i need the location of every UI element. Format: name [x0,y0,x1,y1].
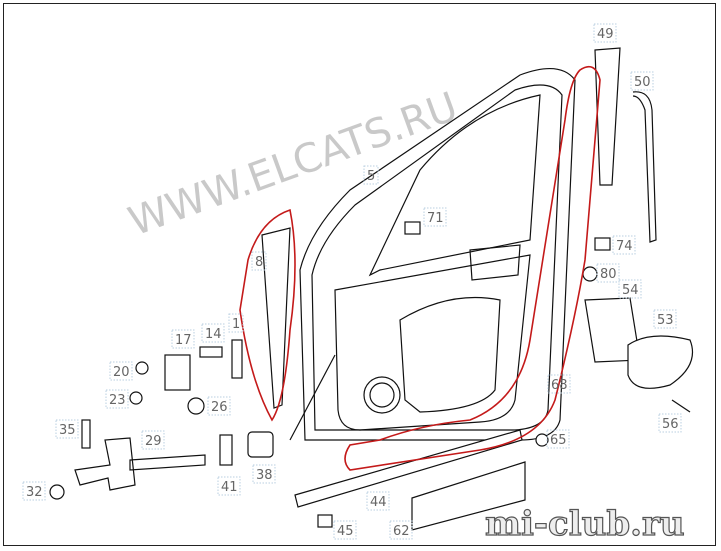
hinge-17 [164,354,191,391]
screw-23 [129,391,143,405]
clip-45 [317,514,333,528]
window-channel [594,47,621,186]
screw-20 [135,361,149,375]
label-62: 62 [389,520,413,540]
bolt-14 [199,346,223,358]
svg-text:54: 54 [622,283,639,298]
label-54: 54 [618,279,642,299]
svg-text:32: 32 [26,485,43,500]
svg-text:45: 45 [337,524,354,539]
svg-text:68: 68 [551,378,568,393]
svg-text:35: 35 [59,423,76,438]
svg-text:56: 56 [662,417,679,432]
sticker-74 [594,237,611,251]
trim-strip-44 [294,429,523,508]
grommet-80 [582,266,598,282]
svg-text:74: 74 [616,239,633,254]
label-8: 8 [251,251,267,271]
svg-text:8: 8 [255,255,263,270]
label-14: 14 [201,323,225,343]
part-labels: 49 50 5 71 74 80 54 53 8 1 17 14 20 23 2… [22,23,682,540]
nut-26 [187,397,205,415]
label-53: 53 [653,309,677,329]
label-5: 5 [363,165,379,185]
plug-65 [535,433,549,447]
svg-text:71: 71 [427,211,444,226]
stop-38 [247,431,274,458]
seal-highlight-left [239,208,296,422]
label-68: 68 [547,374,571,394]
svg-text:65: 65 [550,433,567,448]
label-56: 56 [658,413,682,433]
label-32: 32 [22,481,46,501]
label-35: 35 [55,419,79,439]
svg-text:80: 80 [600,267,617,282]
label-29: 29 [141,430,165,450]
nut-32 [49,484,65,500]
mi-club-logo: mi-club.ru [485,504,685,544]
label-71: 71 [423,207,447,227]
label-23: 23 [105,389,129,409]
svg-text:53: 53 [657,313,674,328]
watermark: WWW.ELCATS.RU [123,84,464,246]
svg-text:23: 23 [109,393,126,408]
label-20: 20 [109,361,133,381]
label-49: 49 [593,23,617,43]
svg-text:44: 44 [370,495,387,510]
label-74: 74 [612,235,636,255]
label-41: 41 [217,476,241,496]
pin-56 [671,399,691,413]
seal-highlight-door [344,65,601,471]
label-17: 17 [171,329,195,349]
label-65: 65 [546,429,570,449]
svg-text:5: 5 [367,169,375,184]
label-1: 1 [228,313,244,333]
svg-text:38: 38 [256,468,273,483]
guide-rail [261,227,291,409]
film-62 [411,461,526,531]
svg-text:50: 50 [634,75,651,90]
bolt-35 [81,419,91,449]
label-44: 44 [366,491,390,511]
svg-text:26: 26 [211,400,228,415]
door-handle [627,335,694,389]
label-45: 45 [333,520,357,540]
bracket-1 [231,339,243,379]
svg-text:14: 14 [205,327,222,342]
label-80: 80 [596,263,620,283]
sticker-71 [404,221,421,235]
svg-text:62: 62 [393,524,410,539]
svg-text:1: 1 [232,317,240,332]
svg-text:49: 49 [597,27,614,42]
label-50: 50 [630,71,654,91]
label-26: 26 [207,396,231,416]
svg-text:29: 29 [145,434,162,449]
svg-text:20: 20 [113,365,130,380]
clip-41 [219,434,233,466]
svg-text:41: 41 [221,480,238,495]
label-38: 38 [252,464,276,484]
seal-strip [632,91,657,243]
svg-text:17: 17 [175,333,192,348]
door-check-29 [74,437,206,491]
